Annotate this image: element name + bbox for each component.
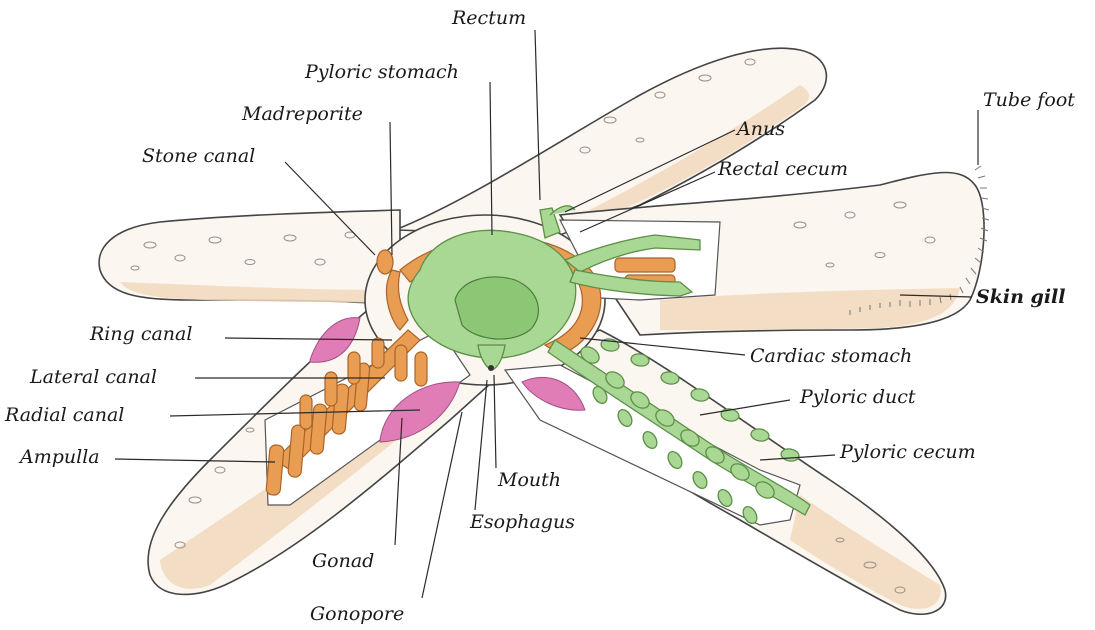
label-stone-canal: Stone canal	[142, 145, 255, 167]
label-cardiac-stomach: Cardiac stomach	[750, 345, 912, 367]
label-pyloric-duct: Pyloric duct	[799, 386, 916, 408]
label-skin-gill: Skin gill	[976, 286, 1065, 308]
label-rectum: Rectum	[451, 7, 526, 29]
label-rectal-cecum: Rectal cecum	[717, 158, 848, 180]
label-tube-foot: Tube foot	[983, 89, 1075, 111]
label-esophagus: Esophagus	[469, 511, 575, 533]
label-lateral-canal: Lateral canal	[29, 366, 157, 388]
label-ampulla: Ampulla	[18, 446, 100, 468]
label-gonopore: Gonopore	[310, 603, 404, 625]
label-anus: Anus	[735, 118, 785, 140]
label-pyloric-cecum: Pyloric cecum	[839, 441, 976, 463]
label-madreporite: Madreporite	[241, 103, 363, 125]
label-pyloric-stomach: Pyloric stomach	[304, 61, 459, 83]
label-mouth: Mouth	[497, 469, 561, 491]
label-ring-canal: Ring canal	[89, 323, 192, 345]
label-radial-canal: Radial canal	[4, 404, 124, 426]
label-gonad: Gonad	[312, 550, 374, 572]
